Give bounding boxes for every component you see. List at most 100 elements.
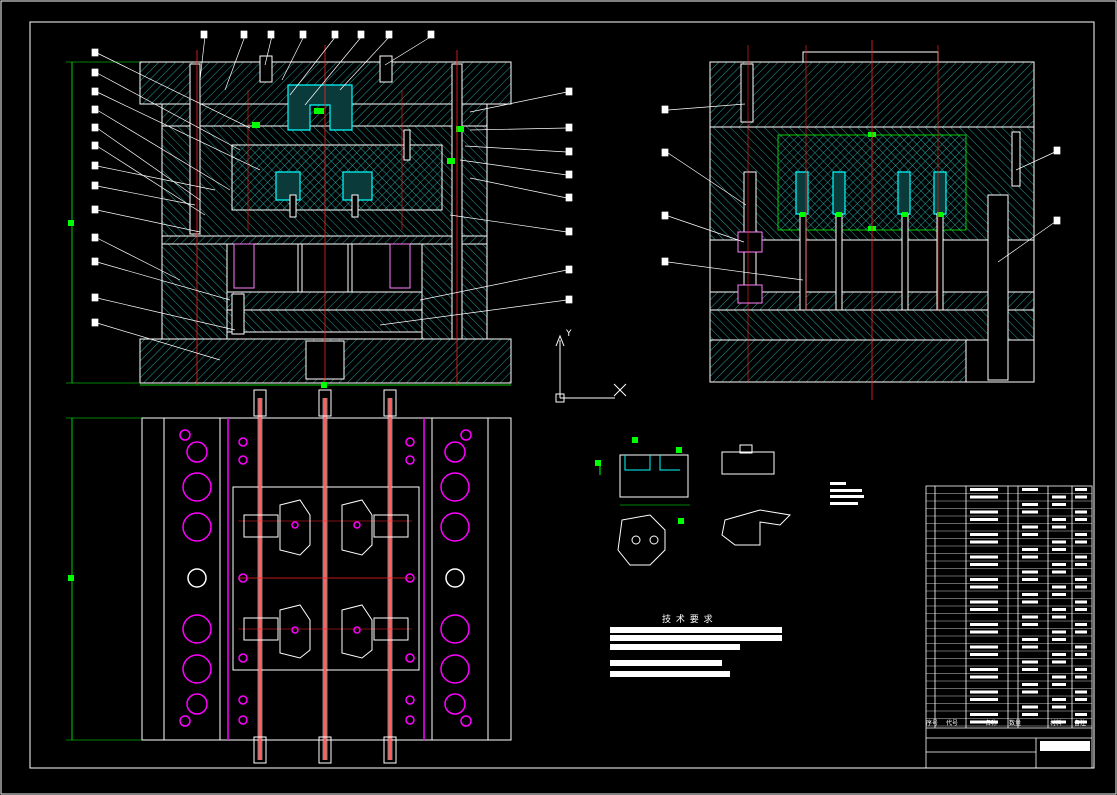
bom-cell-mark: [970, 563, 998, 566]
bom-cell-mark: [1052, 518, 1066, 521]
bom-cell-mark: [1052, 548, 1066, 551]
bom-cell-mark: [1075, 645, 1087, 649]
bom-cell-mark: [1052, 630, 1066, 634]
bom-cell-mark: [1075, 518, 1087, 521]
plan-view: [66, 389, 512, 764]
bom-cell-mark: [970, 540, 998, 544]
bom-cell-mark: [970, 623, 998, 626]
drawing-name-cell: [1040, 741, 1090, 751]
tech-requirement-line-3: [610, 644, 740, 650]
bom-cell-mark: [1022, 548, 1038, 551]
bom-cell-mark: [970, 533, 998, 536]
tech-requirement-line-1: [610, 627, 782, 633]
bom-cell-mark: [1022, 525, 1038, 529]
leader-lines-right: [379, 87, 573, 326]
bom-cell-mark: [970, 578, 998, 581]
tech-requirements-title: 技 术 要 求: [662, 615, 714, 625]
bom-cell-mark: [1022, 578, 1038, 581]
bom-cell-mark: [1075, 510, 1087, 514]
bom-cell-mark: [1075, 698, 1087, 701]
bom-cell-mark: [1052, 653, 1066, 656]
bom-cell-mark: [1075, 540, 1087, 544]
bom-cell-mark: [970, 510, 998, 514]
bom-cell-mark: [1075, 668, 1087, 671]
bom-cell-mark: [1075, 608, 1087, 611]
bom-cell-mark: [1022, 638, 1038, 641]
leader-lines-top: [199, 30, 435, 106]
bom-cell-mark: [1075, 555, 1087, 559]
bom-cell-mark: [1022, 660, 1038, 664]
bom-cell-mark: [1022, 668, 1038, 671]
bom-cell-mark: [1075, 585, 1087, 589]
bom-cell-mark: [1075, 623, 1087, 626]
bom-cell-mark: [1075, 675, 1087, 679]
bom-cell-mark: [1075, 653, 1087, 656]
bom-cell-mark: [970, 675, 998, 679]
bom-cell-mark: [970, 698, 998, 701]
bom-table: [925, 485, 1093, 769]
bom-cell-mark: [970, 690, 998, 694]
leader-lines-left: [91, 48, 261, 361]
bom-cell-mark: [1052, 585, 1066, 589]
bom-cell-mark: [1022, 713, 1038, 716]
bom-header-code: 代号: [946, 720, 959, 727]
bom-cell-mark: [1022, 690, 1038, 694]
tech-requirement-line-5: [610, 671, 730, 677]
bom-cell-mark: [1052, 660, 1066, 664]
bom-cell-mark: [1075, 533, 1087, 536]
bom-header-index: 序号: [926, 720, 939, 727]
bom-header-qty: 数量: [1009, 720, 1022, 727]
bom-cell-mark: [970, 630, 998, 634]
ucs-axis-icon: [555, 334, 627, 403]
bom-cell-mark: [1075, 713, 1087, 716]
bom-cell-mark: [1022, 705, 1038, 709]
bom-cell-mark: [970, 653, 998, 656]
bom-cell-mark: [970, 518, 998, 521]
bom-cell-mark: [1075, 495, 1087, 499]
bom-cell-mark: [1052, 683, 1066, 686]
bom-cell-mark: [1052, 525, 1066, 529]
bom-cell-mark: [970, 555, 998, 559]
bom-cell-mark: [1052, 563, 1066, 566]
bom-cell-mark: [1052, 720, 1066, 724]
bom-cell-mark: [1052, 503, 1066, 506]
bom-cell-mark: [1022, 555, 1038, 559]
bom-cell-mark: [1022, 645, 1038, 649]
bom-cell-mark: [1075, 578, 1087, 581]
bom-cell-mark: [1052, 570, 1066, 574]
bom-cell-mark: [970, 600, 998, 604]
bom-header-material: 材料: [1050, 720, 1063, 727]
note-marks: [830, 482, 864, 505]
bom-cell-mark: [1022, 533, 1038, 536]
bom-cell-mark: [1052, 638, 1066, 641]
bom-cell-mark: [1052, 698, 1066, 701]
tech-requirement-line-4: [610, 660, 722, 666]
bom-cell-mark: [1075, 690, 1087, 694]
bom-cell-mark: [1052, 608, 1066, 611]
bom-cell-mark: [970, 608, 998, 611]
bom-cell-mark: [970, 495, 998, 499]
bom-cell-mark: [1022, 683, 1038, 686]
bom-cell-mark: [1052, 705, 1066, 709]
bom-rows: [926, 488, 1092, 727]
bom-cell-mark: [1075, 600, 1087, 604]
side-section-view: [709, 40, 1035, 400]
bom-cell-mark: [1075, 488, 1087, 491]
bom-cell-mark: [1022, 615, 1038, 619]
bom-cell-mark: [1022, 623, 1038, 626]
bom-cell-mark: [1022, 503, 1038, 506]
ucs-y-label: Y: [566, 329, 572, 339]
bom-header-name: 名称: [985, 720, 998, 727]
bom-header-note: 备注: [1074, 720, 1087, 727]
bom-cell-mark: [1052, 495, 1066, 499]
bom-cell-mark: [970, 645, 998, 649]
bom-cell-mark: [1052, 540, 1066, 544]
tech-requirement-line-2: [610, 635, 782, 641]
bom-cell-mark: [1075, 630, 1087, 634]
drawing-inner-border: [29, 21, 1095, 769]
bom-cell-mark: [1052, 615, 1066, 619]
bom-cell-mark: [1022, 570, 1038, 574]
bom-cell-mark: [1022, 510, 1038, 514]
